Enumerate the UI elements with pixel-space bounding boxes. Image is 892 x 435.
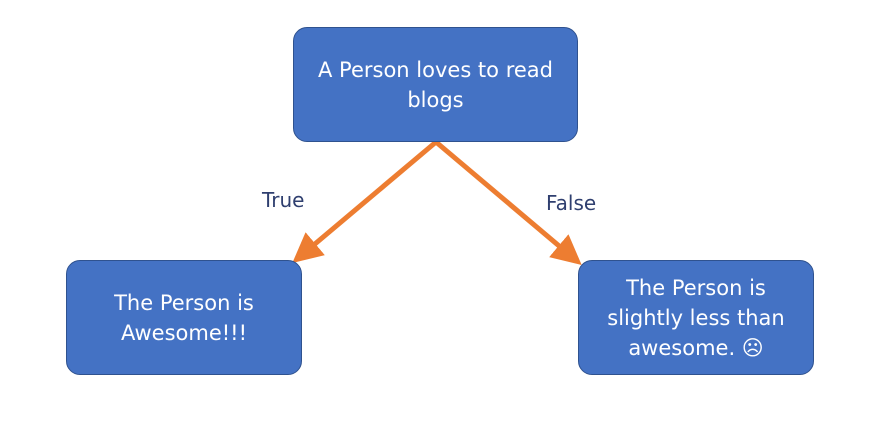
false-arrow (434, 140, 582, 266)
false-outcome-text: The Person is slightly less than awesome… (607, 275, 785, 360)
true-arrow (292, 140, 438, 264)
false-outcome-node: The Person is slightly less than awesome… (578, 260, 814, 375)
root-condition-text: A Person loves to read blogs (318, 57, 553, 112)
true-outcome-node: The Person is Awesome!!! (66, 260, 302, 375)
true-edge-label: True (262, 188, 305, 212)
true-outcome-text: The Person is Awesome!!! (114, 290, 254, 345)
root-condition-node: A Person loves to read blogs (293, 27, 578, 142)
false-edge-label: False (546, 191, 597, 215)
